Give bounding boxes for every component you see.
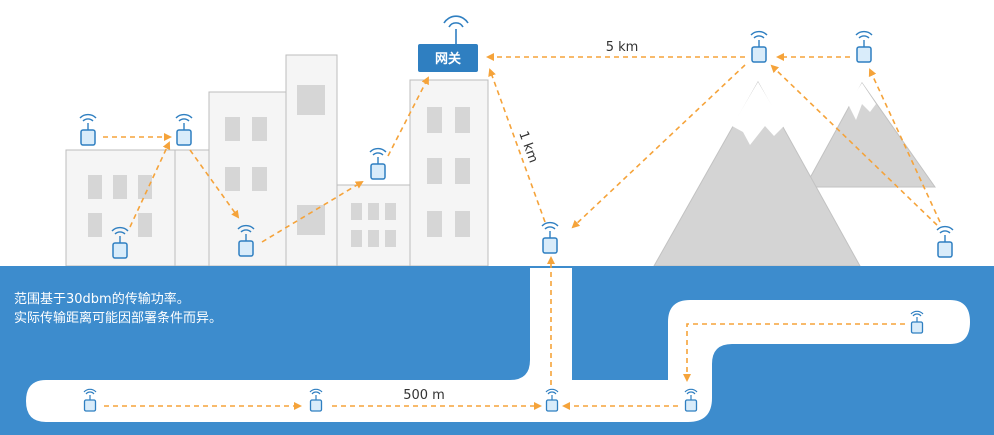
range-note-line-1: 范围基于30dbm的传输功率。 (14, 292, 190, 307)
sensor-node-icon (369, 147, 387, 180)
distance-label-building: 1 km (515, 129, 540, 165)
path-street-gateway (488, 68, 546, 223)
sensor-node-icon (684, 388, 698, 412)
sensor-node-icon (175, 113, 193, 146)
building-2 (174, 149, 210, 267)
mountain-back (804, 82, 936, 188)
path-peak-street (571, 64, 746, 229)
range-note: 范围基于30dbm的传输功率。 实际传输距离可能因部署条件而异。 (14, 290, 222, 328)
gateway-box (418, 44, 478, 72)
path-b2-b4 (189, 149, 240, 219)
gateway: 网关 (418, 15, 478, 72)
sensor-node-icon (910, 310, 924, 334)
buildings (65, 54, 489, 267)
gateway-antenna-icon (448, 22, 464, 28)
mountains (653, 80, 936, 267)
mountain-front-snow (732, 82, 784, 145)
sensor-node-icon (541, 221, 559, 254)
distance-label-mountain: 5 km (606, 40, 639, 55)
path-valley-peak1 (770, 64, 938, 226)
mountain-back-snow (848, 83, 876, 120)
building-3 (208, 91, 287, 267)
sensor-node-icon (83, 388, 97, 412)
sensor-node-icon (936, 225, 954, 258)
distance-label-tunnel: 500 m (403, 388, 445, 403)
path-b3-b2 (129, 141, 171, 228)
building-windows (88, 85, 470, 247)
sensor-node-icon (309, 388, 323, 412)
signal-paths (103, 53, 941, 410)
range-note-line-2: 实际传输距离可能因部署条件而异。 (14, 311, 223, 326)
sensor-node-icon (855, 30, 873, 63)
path-valley-peak2 (868, 68, 941, 223)
sensor-node-icon (79, 113, 97, 146)
path-b4-b5 (261, 180, 364, 243)
underground-area (0, 266, 994, 435)
gateway-label: 网关 (435, 51, 461, 67)
building-5 (336, 184, 411, 267)
path-b5-gateway (387, 76, 429, 157)
sensor-node-icon (750, 30, 768, 63)
building-6 (409, 79, 489, 267)
sensor-node-icon (545, 388, 559, 412)
path-t5-t4 (683, 323, 905, 382)
